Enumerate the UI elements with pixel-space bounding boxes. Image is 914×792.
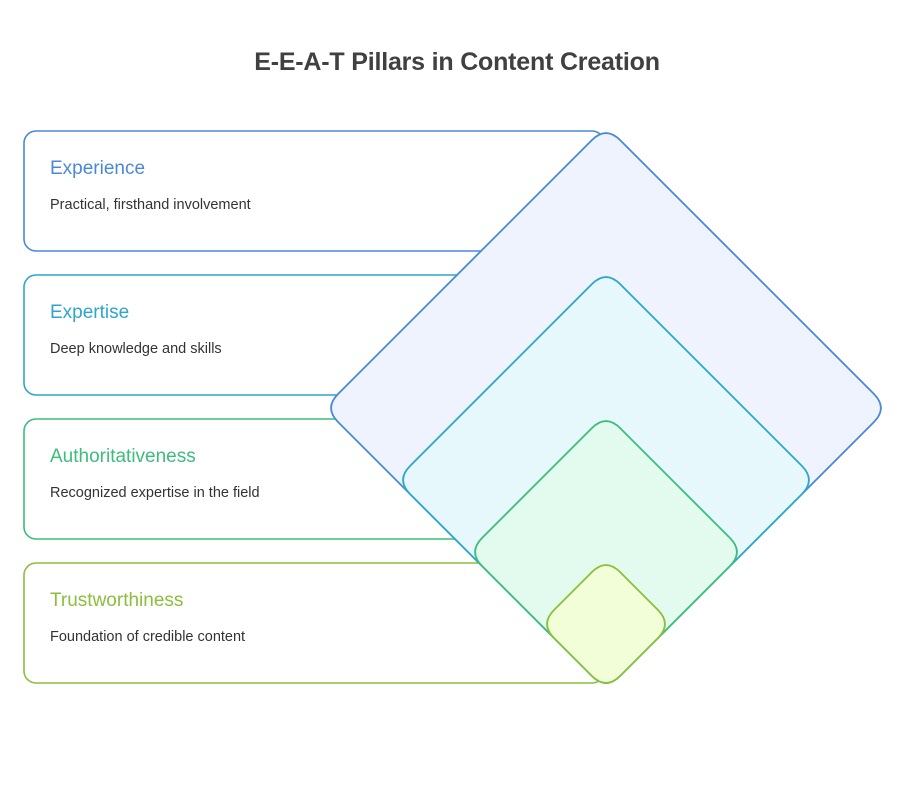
diagram-title: E-E-A-T Pillars in Content Creation bbox=[254, 48, 660, 76]
pillar-description-experience: Practical, firsthand involvement bbox=[50, 197, 251, 213]
pillar-description-authoritativeness: Recognized expertise in the field bbox=[50, 485, 260, 501]
pillar-description-trustworthiness: Foundation of credible content bbox=[50, 629, 245, 645]
pillar-heading-authoritativeness: Authoritativeness bbox=[50, 446, 196, 467]
pillar-description-expertise: Deep knowledge and skills bbox=[50, 341, 222, 357]
pillar-diamonds bbox=[330, 132, 882, 684]
pillar-heading-expertise: Expertise bbox=[50, 302, 129, 323]
pillar-heading-experience: Experience bbox=[50, 158, 145, 179]
pillar-heading-trustworthiness: Trustworthiness bbox=[50, 590, 183, 611]
pillar-diamond-trustworthiness bbox=[546, 564, 666, 684]
